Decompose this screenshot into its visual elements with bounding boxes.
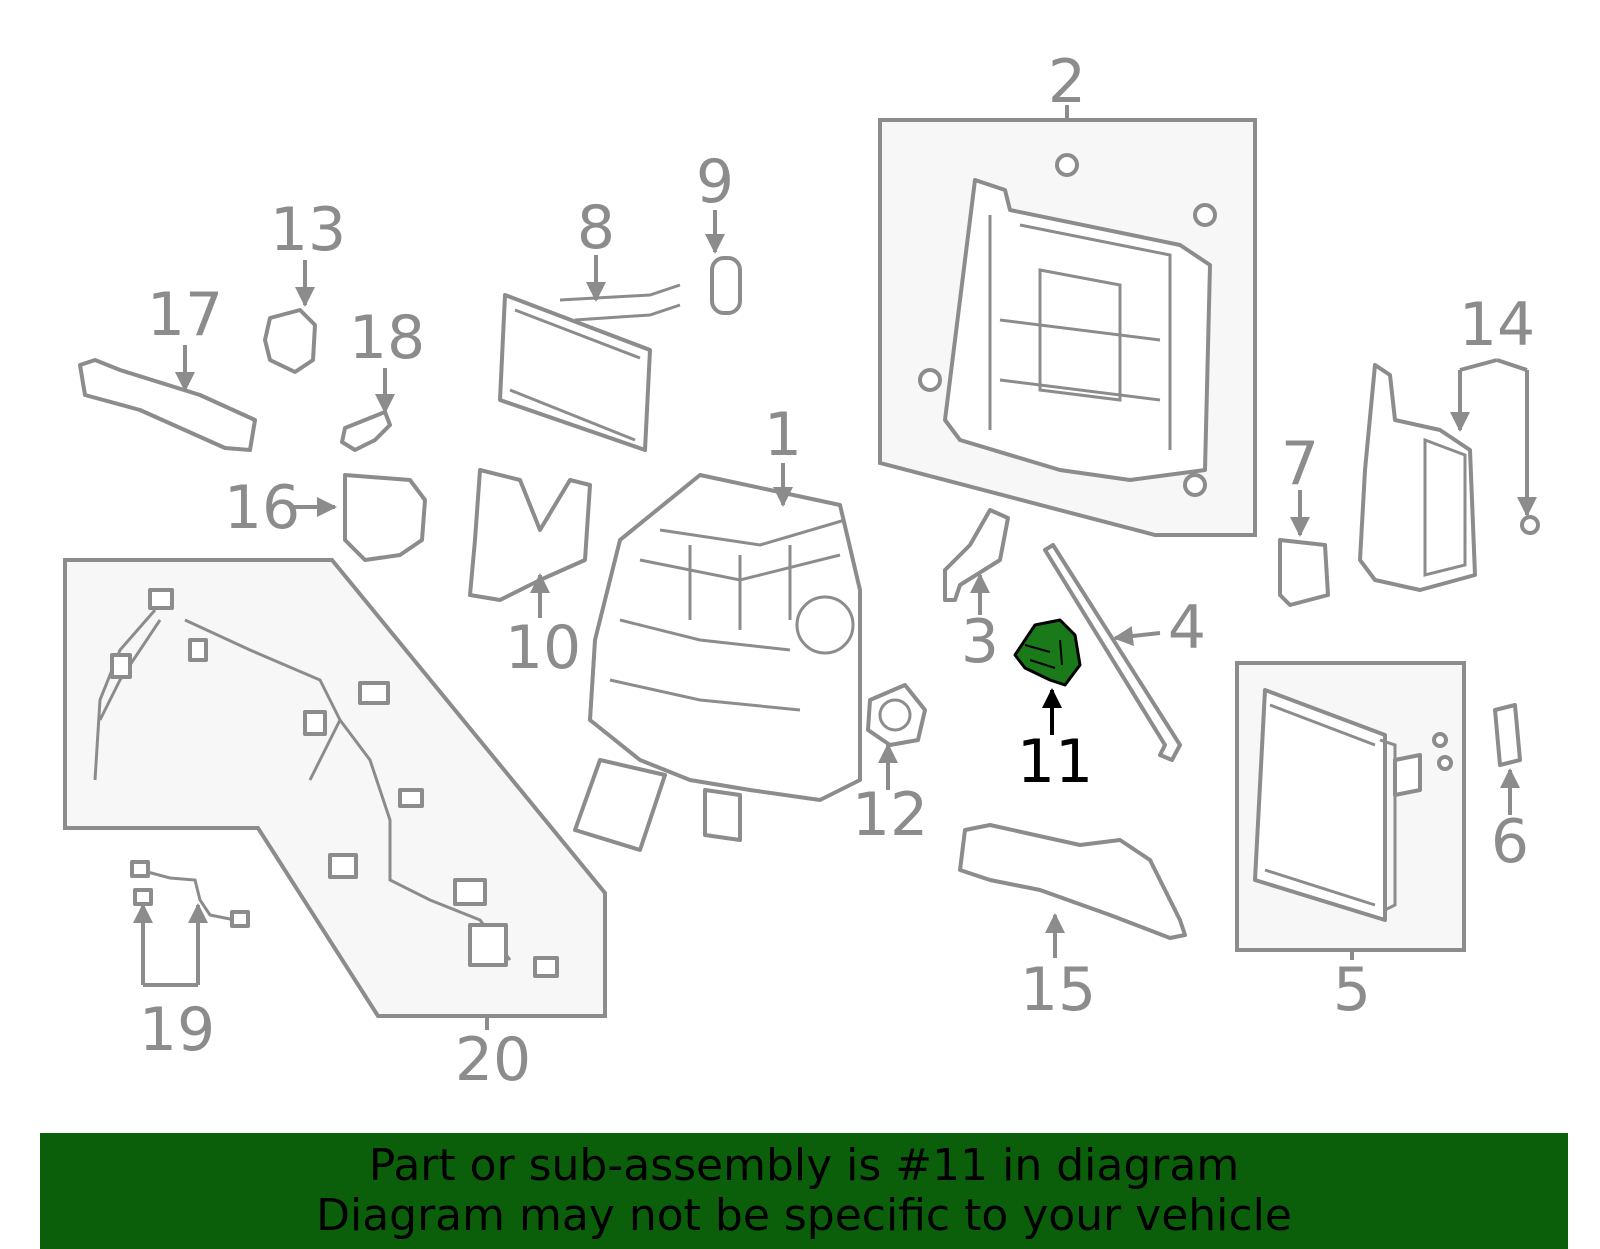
part-1-heater-unit bbox=[573, 473, 862, 852]
callout-16: 16 bbox=[224, 473, 300, 543]
part-15-lower-duct bbox=[958, 823, 1187, 940]
leader-lines bbox=[133, 210, 1537, 987]
callout-8: 8 bbox=[577, 193, 615, 263]
part-18-sensor bbox=[340, 410, 392, 452]
callout-2: 2 bbox=[1048, 47, 1086, 117]
callout-5: 5 bbox=[1333, 955, 1371, 1025]
callout-10: 10 bbox=[505, 613, 581, 683]
callout-7: 7 bbox=[1281, 429, 1319, 499]
callout-20: 20 bbox=[455, 1025, 531, 1095]
callout-18: 18 bbox=[349, 303, 425, 373]
part-9-grommet bbox=[710, 256, 742, 315]
callout-3: 3 bbox=[961, 607, 999, 677]
callout-4: 4 bbox=[1168, 593, 1206, 663]
callout-17: 17 bbox=[147, 280, 223, 350]
case-assembly-box bbox=[878, 105, 1257, 537]
wire-harness-box bbox=[63, 558, 607, 1030]
part-16-actuator bbox=[343, 473, 427, 562]
part-17-duct bbox=[78, 358, 257, 452]
part-14-duct bbox=[1358, 363, 1540, 592]
callout-14: 14 bbox=[1459, 290, 1535, 360]
part-13-actuator bbox=[263, 308, 317, 374]
part-11-actuator-highlighted bbox=[1013, 618, 1082, 687]
callout-6: 6 bbox=[1491, 807, 1529, 877]
part-7-resistor bbox=[1278, 538, 1330, 607]
part-8-heater-core bbox=[498, 283, 681, 452]
callout-11: 11 bbox=[1017, 727, 1093, 797]
callout-labels: 1 2 3 4 5 6 7 8 9 10 11 12 13 14 15 16 1… bbox=[139, 47, 1535, 1095]
banner-line-1: Part or sub-assembly is #11 in diagram bbox=[368, 1140, 1240, 1191]
part-12-motor bbox=[866, 683, 927, 747]
callout-15: 15 bbox=[1020, 955, 1096, 1025]
callout-9: 9 bbox=[696, 147, 734, 217]
part-3-bracket bbox=[943, 508, 1010, 602]
part-6-connector bbox=[1493, 703, 1522, 767]
info-banner: Part or sub-assembly is #11 in diagram D… bbox=[40, 1133, 1568, 1249]
evaporator-box bbox=[1235, 661, 1466, 960]
part-4-drain-hose bbox=[1043, 543, 1182, 762]
callout-19: 19 bbox=[139, 995, 215, 1065]
part-10-duct bbox=[468, 468, 592, 602]
callout-12: 12 bbox=[852, 780, 928, 850]
callout-13: 13 bbox=[270, 195, 346, 265]
part-19-sub-harness bbox=[130, 860, 250, 928]
banner-line-2: Diagram may not be specific to your vehi… bbox=[316, 1190, 1292, 1241]
callout-1: 1 bbox=[764, 400, 802, 470]
